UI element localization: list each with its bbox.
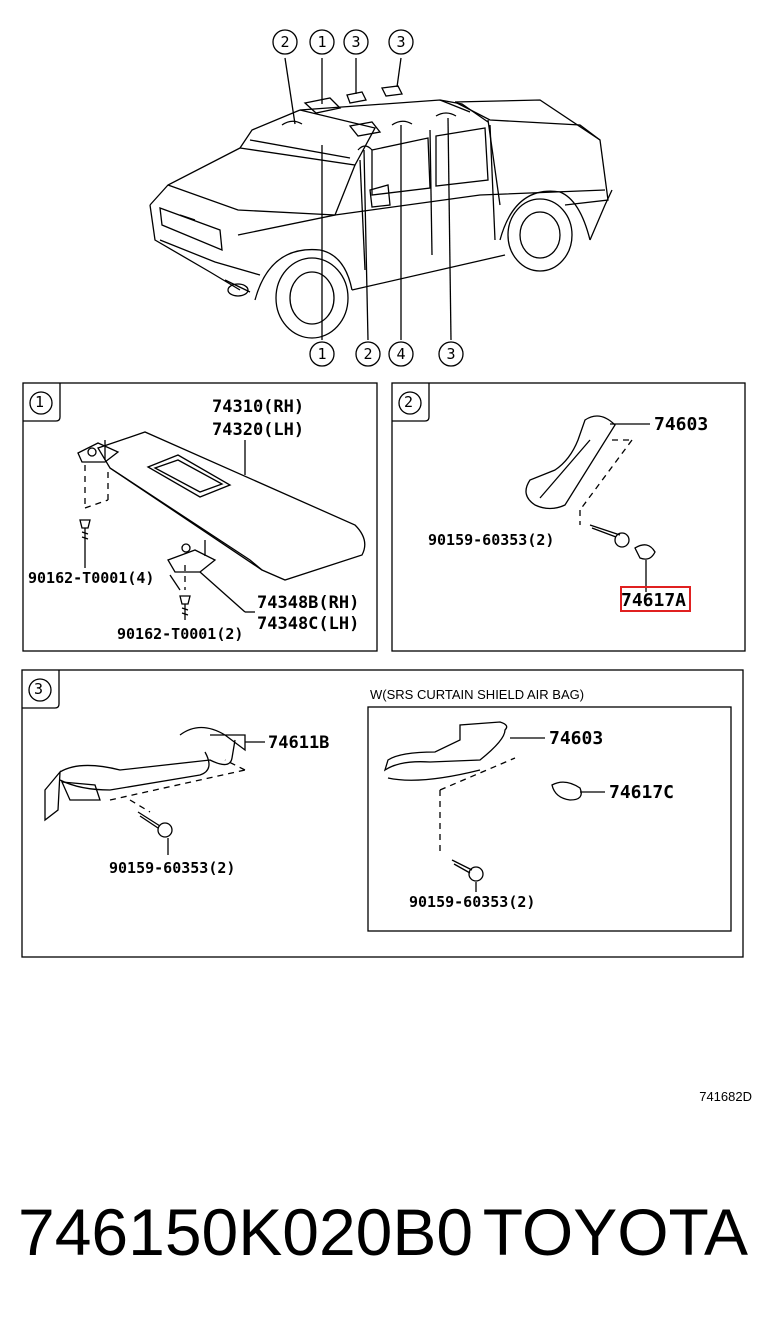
parts-diagram: 2 1 3 3 1 2 4 3 (21, 29, 746, 958)
callout-top-2: 1 (317, 33, 326, 51)
label-90159-p3: 90159-60353(2) (109, 859, 236, 877)
label-74320: 74320(LH) (212, 420, 305, 440)
truck-illustration (149, 29, 613, 367)
label-90162-a: 90162-T0001(4) (28, 569, 155, 587)
panel-3-badge: 3 (34, 680, 44, 698)
part-number: 746150K020B0 (18, 1195, 474, 1269)
label-74603-sub: 74603 (549, 728, 604, 749)
callout-bottom-1: 1 (317, 345, 326, 363)
callout-bottom-2: 2 (363, 345, 372, 363)
panel-2-assist-grip (391, 382, 746, 652)
panel-1-sun-visor (22, 382, 378, 652)
label-srs-curtain: W(SRS CURTAIN SHIELD AIR BAG) (370, 687, 585, 702)
panel-3-rear-grip (21, 669, 744, 958)
label-90159-sub: 90159-60353(2) (409, 893, 536, 911)
callout-top-1: 2 (280, 33, 289, 51)
label-74348c: 74348C(LH) (257, 614, 360, 634)
footer: 746150K020B0 TOYOTA (18, 1192, 748, 1272)
callout-bottom-3: 4 (396, 345, 405, 363)
panel-1-badge: 1 (35, 393, 45, 411)
label-90162-b: 90162-T0001(2) (117, 625, 244, 643)
label-74603: 74603 (654, 414, 709, 435)
label-74310: 74310(RH) (212, 397, 305, 417)
label-74617a: 74617A (621, 590, 687, 611)
label-74617c: 74617C (609, 782, 675, 803)
callout-top-3: 3 (351, 33, 360, 51)
brand-name: TOYOTA (482, 1195, 748, 1269)
label-90159-p2: 90159-60353(2) (428, 531, 555, 549)
label-74611b: 74611B (268, 733, 330, 753)
callout-top-4: 3 (396, 33, 405, 51)
diagram-reference: 741682D (699, 1089, 752, 1104)
panel-2-badge: 2 (404, 393, 414, 411)
label-74348b: 74348B(RH) (257, 593, 360, 613)
callout-bottom-4: 3 (446, 345, 455, 363)
